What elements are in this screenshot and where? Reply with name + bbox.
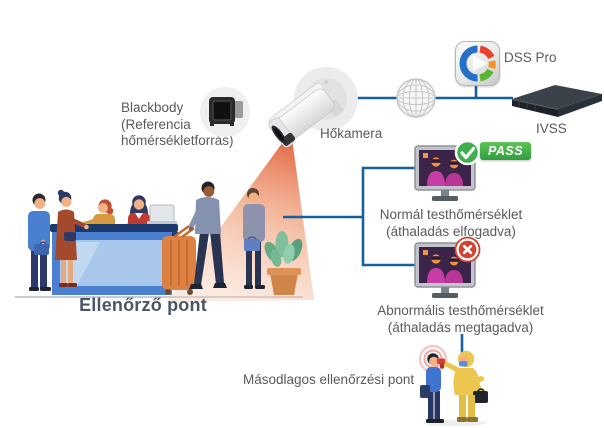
blackbody-label: Blackbody (Referencia hőmérsékletforrás) xyxy=(121,100,234,150)
queue-person-3 xyxy=(243,188,265,289)
dss-pro-label: DSS Pro xyxy=(504,50,557,65)
checked-person xyxy=(420,353,444,423)
pass-badge: PASS xyxy=(480,142,531,160)
walking-person xyxy=(162,181,227,295)
blackbody-label-line3: hőmérsékletforrás) xyxy=(121,133,234,148)
check-icon xyxy=(454,139,481,166)
secondary-checkpoint-label: Másodlagos ellenőrzési pont xyxy=(243,372,415,387)
ivss-server-icon xyxy=(511,85,602,117)
normal-temp-line1: Normál testhőmérséklet xyxy=(379,207,523,222)
abnormal-temp-label: Abnormális testhőmérséklet (áthaladás me… xyxy=(348,302,573,336)
queue-person-2 xyxy=(55,189,89,287)
queue-person-1 xyxy=(28,193,51,291)
abnormal-temp-line2: (áthaladás megtagadva) xyxy=(387,320,534,335)
plant xyxy=(264,231,303,295)
x-icon xyxy=(454,236,481,263)
dss-pro-app-icon xyxy=(455,41,500,86)
blackbody-device-icon xyxy=(200,87,250,137)
abnormal-temp-line1: Abnormális testhőmérséklet xyxy=(377,303,544,318)
hazmat-worker xyxy=(437,350,488,422)
secondary-check-illustration xyxy=(418,344,488,426)
blackbody-label-line1: Blackbody xyxy=(121,100,184,115)
checkpoint-label: Ellenőrző pont xyxy=(79,295,207,315)
normal-temp-label: Normál testhőmérséklet (áthaladás elfoga… xyxy=(345,206,557,240)
normal-temp-line2: (áthaladás elfogadva) xyxy=(386,224,516,239)
blackbody-label-line2: (Referencia xyxy=(121,116,191,132)
thermal-camera-icon xyxy=(268,67,358,148)
hokamera-label: Hőkamera xyxy=(320,126,383,141)
globe-icon xyxy=(396,78,436,118)
ivss-label: IVSS xyxy=(536,121,567,136)
checkpoint-scene-illustration xyxy=(15,131,314,302)
